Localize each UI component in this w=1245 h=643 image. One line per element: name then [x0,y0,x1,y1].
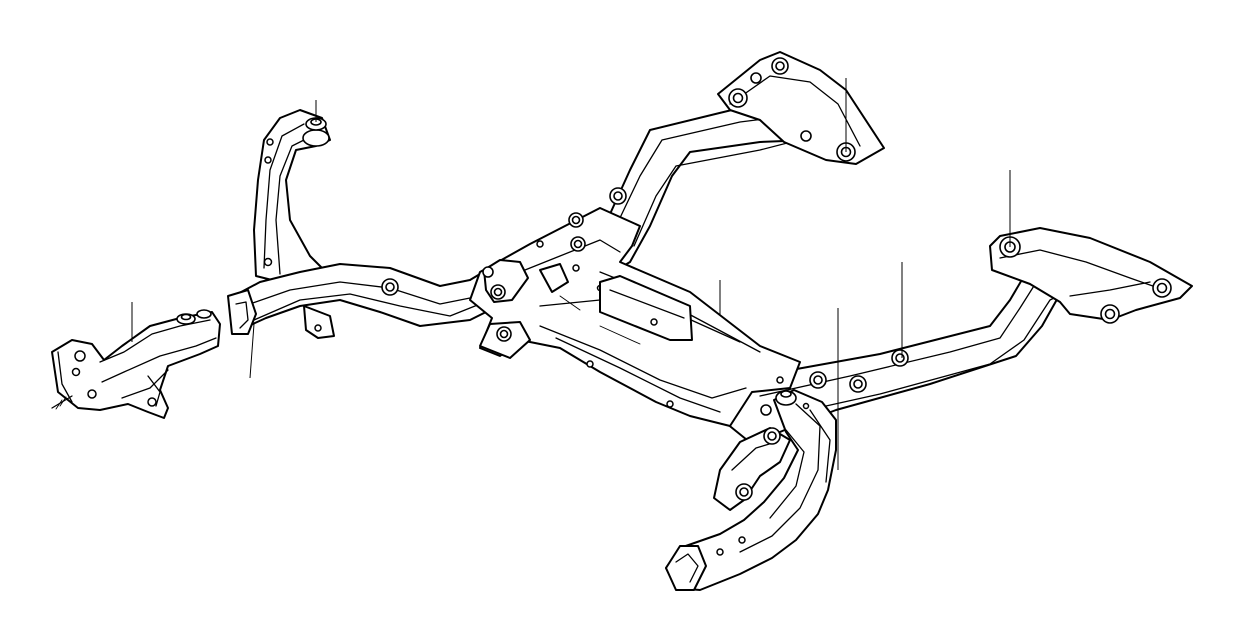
right-front-arm [665,389,837,591]
center-left-bracket [482,259,569,303]
left-front-arm [253,109,331,287]
left-rail-tab [303,305,335,339]
bracket-stud-bolt [51,395,73,410]
top-right-mount-plate [717,51,885,165]
leader-line-2 [249,323,255,379]
left-rail-open-end [227,289,257,335]
callout-leaders [131,78,1011,470]
center-mount-plate [599,275,693,341]
bracket-nut [176,309,212,325]
right-arm-open-end [665,545,707,591]
center-lower-tab [479,321,531,359]
arm-top-bushing [302,117,330,147]
right-arm-bushing [775,390,797,406]
right-arm-loop [713,427,791,511]
left-mounting-bracket [51,309,221,419]
central-body [469,187,801,427]
